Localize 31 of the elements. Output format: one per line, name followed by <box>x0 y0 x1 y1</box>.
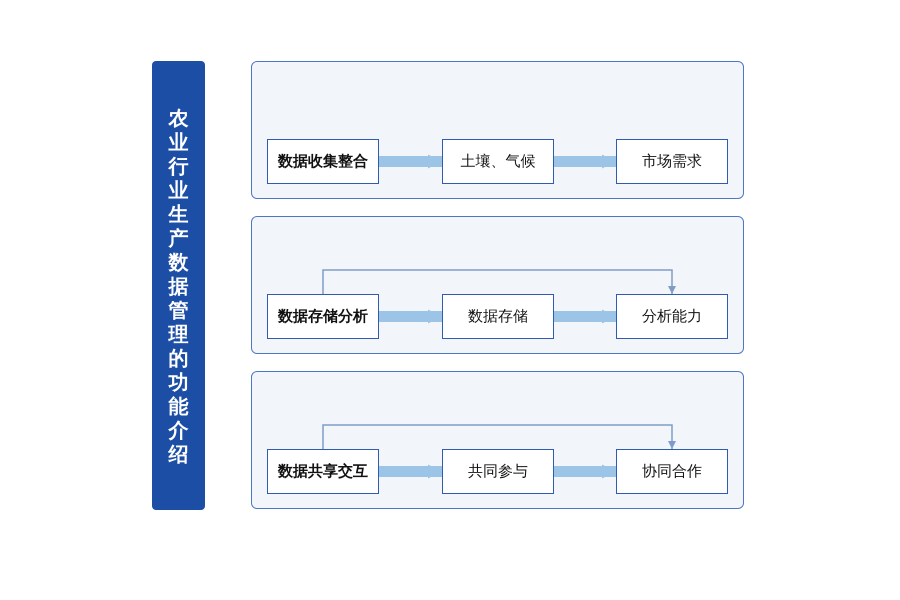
box-label: 数据存储 <box>468 307 528 326</box>
process-box <box>267 294 379 339</box>
group-panel <box>251 216 744 354</box>
box-label: 共同参与 <box>468 462 528 481</box>
box-label: 分析能力 <box>642 307 702 326</box>
group-panel <box>251 61 744 199</box>
process-box <box>442 449 554 494</box>
connector-arrow <box>322 269 676 294</box>
process-box <box>442 139 554 184</box>
block-arrow <box>379 154 442 168</box>
box-label: 土壤、气候 <box>460 152 536 171</box>
block-arrow <box>554 310 616 324</box>
block-arrow <box>554 464 616 478</box>
connector-arrow <box>322 424 676 449</box>
box-label: 数据收集整合 <box>278 152 368 171</box>
process-box <box>616 449 728 494</box>
box-label: 市场需求 <box>642 152 702 171</box>
process-box <box>616 139 728 184</box>
block-arrow <box>554 154 616 168</box>
group-panel <box>251 371 744 509</box>
block-arrow <box>379 464 442 478</box>
block-arrow <box>379 310 442 324</box>
title-bar <box>152 61 205 510</box>
box-label: 数据共享交互 <box>278 462 368 481</box>
box-label: 数据存储分析 <box>278 307 368 326</box>
process-box <box>267 139 379 184</box>
process-box <box>267 449 379 494</box>
title-text: 农业行业生产数据管理的功能介绍 <box>168 106 188 466</box>
box-label: 协同合作 <box>642 462 702 481</box>
process-box <box>442 294 554 339</box>
process-box <box>616 294 728 339</box>
